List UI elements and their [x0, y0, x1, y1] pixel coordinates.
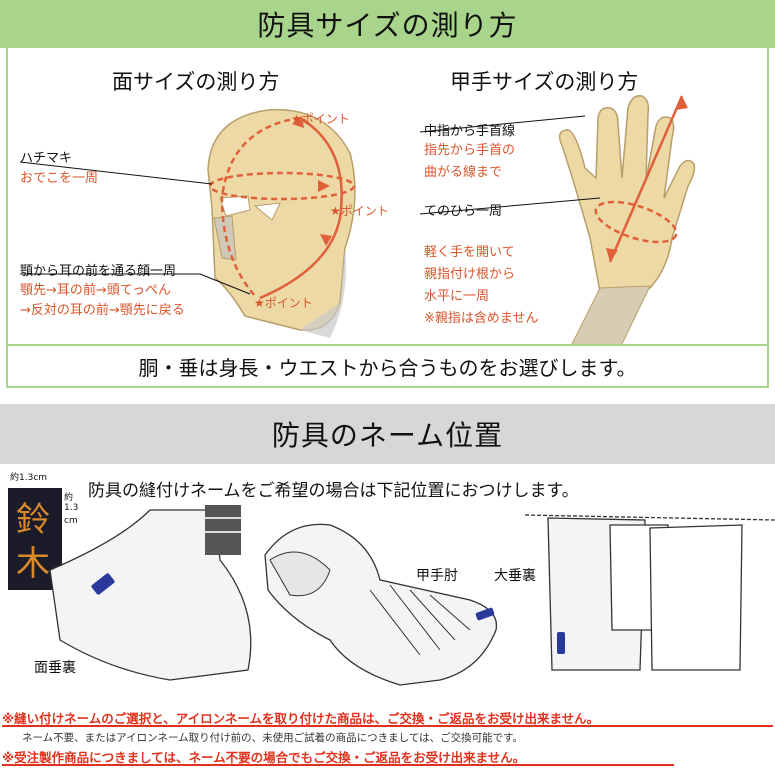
name-section-title: 防具のネーム位置 [271, 419, 504, 452]
measure-illustrations [19, 95, 696, 344]
name-tag-char-1: 鈴 [16, 500, 50, 540]
point-side-label: ★ポイント [330, 204, 389, 218]
head-illustration [19, 108, 356, 338]
tare-illustration [524, 514, 775, 671]
point-top-label: ★ポイント [291, 112, 350, 126]
men-heading: 面サイズの測り方 [112, 70, 280, 94]
warning-2-underline [2, 764, 674, 766]
point-chin-label: ★ポイント [254, 296, 313, 310]
finger-note-1: 指先から手首の [424, 143, 516, 158]
do-tare-strip: 胴・垂は身長・ウエストから合うものをお選びします。 [6, 344, 769, 388]
warning-1: ※縫い付けネームのご選択と、アイロンネームを取り付けた商品は、ご交換・ご返品をお… [2, 711, 600, 726]
men-tare-illustration [49, 505, 252, 681]
hand-illustration [419, 95, 696, 344]
exchange-note: ネーム不要、またはアイロンネーム取り付け前の、未使用ご試着の商品につきましては、… [22, 732, 524, 744]
men-tare-label: 面垂裏 [34, 660, 76, 676]
size-section-header: 防具サイズの測り方 [0, 0, 775, 48]
tare-label: 大垂裏 [494, 568, 536, 584]
chin-note-2: →反対の耳の前→顎先に戻る [20, 303, 185, 318]
name-tag-char-2: 木 [16, 544, 50, 584]
warning-1-underline [2, 725, 773, 727]
chin-label: 顎から耳の前を通る顔一周 [20, 264, 177, 279]
name-tag-sample: 鈴 木 [8, 488, 62, 590]
tag-height-label-2: 1.3 [64, 503, 79, 513]
palm-note-1: 軽く手を開いて [424, 245, 515, 260]
chin-note-1: 顎先→耳の前→頭てっぺん [20, 283, 172, 298]
warning-2: ※受注製作商品につきましては、ネーム不要の場合でもご交換・ご返品をお受け出来ませ… [2, 750, 526, 765]
finger-note-2: 曲がる線まで [424, 165, 503, 180]
kote-heading: 甲手サイズの測り方 [450, 70, 639, 94]
hachimaki-note: おでこを一周 [20, 171, 99, 186]
tag-height-label-3: cm [64, 516, 78, 526]
kote-label: 甲手肘 [416, 568, 458, 584]
hachimaki-label: ハチマキ [20, 151, 73, 166]
kote-illustration [264, 523, 498, 686]
name-lead-text: 防具の縫付けネームをご希望の場合は下記位置におつけします。 [88, 481, 579, 501]
tag-height-label-1: 約 [64, 493, 74, 503]
tag-width-label: 約1.3cm [10, 473, 48, 483]
name-position-illustrations [49, 505, 775, 686]
palm-note-4: ※親指は含めません [424, 311, 539, 326]
finger-label: 中指から手首線 [424, 124, 516, 139]
palm-note-2: 親指付け根から [424, 267, 516, 282]
do-tare-note: 胴・垂は身長・ウエストから合うものをお選びします。 [138, 355, 637, 380]
palm-note-3: 水平に一周 [424, 289, 490, 304]
palm-label: てのひら一周 [424, 204, 503, 219]
name-section-header: 防具のネーム位置 [0, 404, 775, 464]
size-section-title: 防具サイズの測り方 [257, 9, 518, 42]
